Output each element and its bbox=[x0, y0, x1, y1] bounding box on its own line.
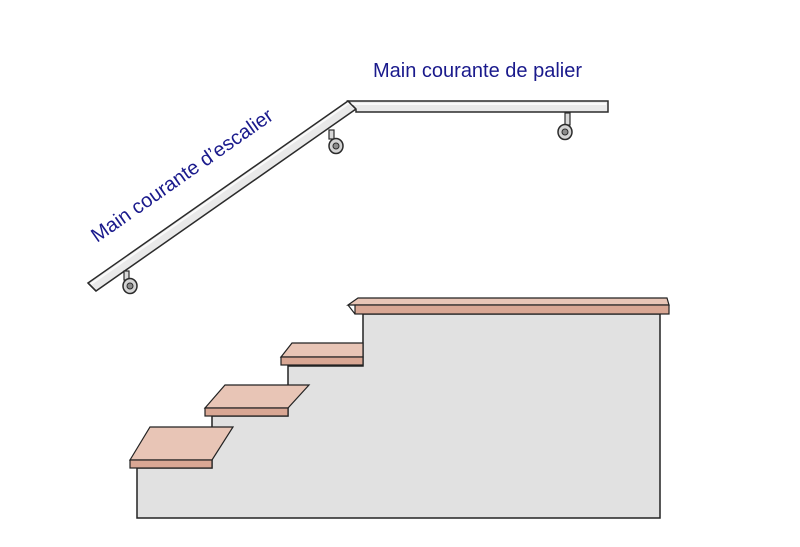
handrail-system bbox=[86, 100, 609, 295]
landing-handrail bbox=[346, 100, 609, 113]
rail-bracket-icon bbox=[122, 270, 138, 295]
stair-tread-2 bbox=[203, 384, 311, 417]
staircase bbox=[128, 297, 670, 519]
landing-handrail-label: Main courante de palier bbox=[373, 60, 582, 82]
rail-bracket-icon bbox=[328, 129, 344, 155]
stair-tread-1 bbox=[128, 426, 235, 469]
stair-handrail bbox=[86, 100, 358, 292]
stair-tread-3 bbox=[279, 342, 364, 366]
rail-bracket-icon bbox=[557, 112, 573, 141]
landing-slab bbox=[346, 297, 670, 315]
